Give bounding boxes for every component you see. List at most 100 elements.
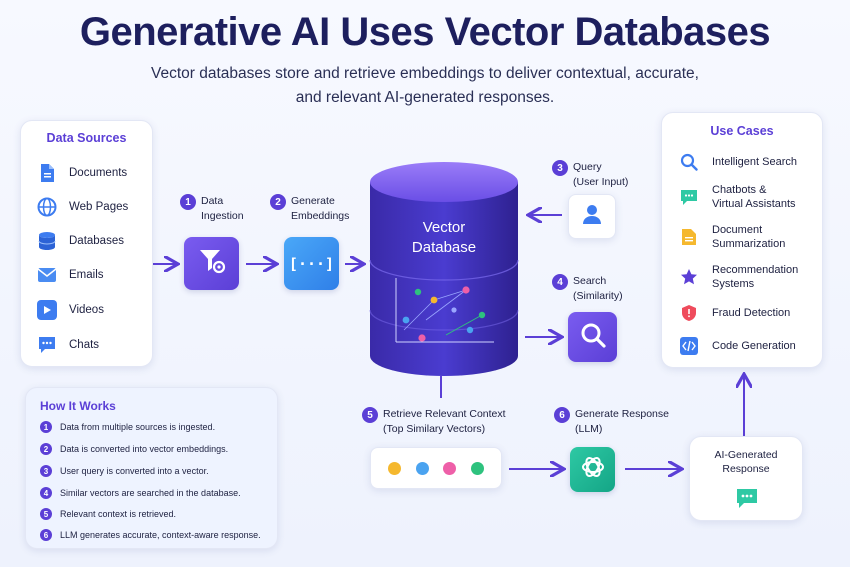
step-1-title: Data	[201, 195, 224, 207]
source-item-label: Documents	[69, 167, 128, 179]
vector-line	[425, 289, 467, 321]
search-icon	[579, 321, 607, 354]
step-1-subtitle: Ingestion	[201, 210, 244, 222]
vector-database-cylinder	[369, 162, 519, 376]
embeddings-tile: [···]	[284, 237, 339, 290]
how-it-works-card: How It Works 1 Data from multiple source…	[25, 387, 278, 549]
step-badge: 3	[552, 160, 568, 176]
step-4-title: Search	[573, 275, 607, 287]
vector-line	[433, 289, 467, 301]
chatbot-icon	[680, 188, 698, 206]
step-badge: 5	[362, 407, 378, 423]
step-3-label: 3 Query (User Input)	[552, 160, 628, 190]
step-4-subtitle: (Similarity)	[573, 290, 623, 302]
source-item-databases: Databases	[37, 231, 124, 251]
source-item-label: Databases	[69, 235, 124, 247]
chat-icon	[37, 335, 57, 355]
how-item: 6 LLM generates accurate, context-aware …	[40, 529, 261, 541]
data-sources-card: Data Sources Documents Web Pages Databas…	[20, 120, 153, 367]
retrieved-vectors-card	[370, 447, 502, 489]
vector-dot	[470, 461, 484, 475]
source-item-web-pages: Web Pages	[37, 197, 128, 217]
use-cases-title: Use Cases	[710, 124, 774, 138]
use-case-line1: Document	[712, 224, 763, 236]
ai-response-line2: Response	[722, 463, 770, 475]
search-icon	[680, 153, 698, 171]
vector-point	[478, 311, 486, 319]
ai-response-card: AI-Generated Response	[689, 436, 803, 521]
step-4-label: 4 Search (Similarity)	[552, 274, 623, 304]
source-item-documents: Documents	[37, 163, 127, 183]
use-case-line1: Fraud Detection	[712, 307, 791, 319]
step-badge: 2	[40, 443, 52, 455]
video-icon	[37, 300, 57, 320]
vector-point	[451, 307, 457, 313]
vector-dot	[415, 461, 429, 475]
step-3-subtitle: (User Input)	[573, 176, 629, 188]
vector-point	[414, 288, 422, 296]
vector-point	[462, 286, 470, 294]
vector-point	[418, 334, 426, 342]
use-case-item: Code Generation	[680, 337, 796, 355]
step-badge: 6	[554, 407, 570, 423]
ai-response-title: AI-Generated Response	[690, 448, 802, 476]
shield-icon	[680, 304, 698, 322]
document-icon	[37, 163, 57, 183]
source-item-label: Chats	[69, 339, 100, 351]
vector-line	[445, 314, 483, 336]
step-6-subtitle: (LLM)	[575, 423, 603, 435]
use-cases-card: Use Cases Intelligent Search Chatbots & …	[661, 112, 823, 368]
ingestion-tile	[184, 237, 239, 290]
search-tile	[568, 312, 617, 362]
how-item: 4 Similar vectors are searched in the da…	[40, 487, 241, 499]
step-3-title: Query	[573, 161, 602, 173]
user-icon	[581, 203, 603, 230]
use-case-item: Chatbots & Virtual Assistants	[680, 183, 796, 211]
vector-dot	[443, 461, 457, 475]
vector-dot	[388, 461, 402, 475]
how-item-text: User query is converted into a vector.	[60, 466, 209, 476]
vector-point	[466, 326, 474, 334]
how-item: 5 Relevant context is retrieved.	[40, 508, 176, 520]
page-title: Generative AI Uses Vector Databases	[79, 10, 771, 54]
step-5-subtitle: (Top Similary Vectors)	[383, 423, 486, 435]
use-case-item: Recommendation Systems	[680, 263, 798, 291]
source-item-label: Web Pages	[69, 201, 129, 213]
source-item-chats: Chats	[37, 335, 99, 355]
step-badge: 5	[40, 508, 52, 520]
how-item-text: LLM generates accurate, context-aware re…	[60, 530, 261, 540]
step-5-title: Retrieve Relevant Context	[383, 408, 506, 420]
source-item-emails: Emails	[37, 265, 104, 285]
step-badge: 2	[270, 194, 286, 210]
llm-logo-icon	[579, 453, 607, 486]
database-icon	[37, 231, 57, 251]
how-item: 1 Data from multiple sources is ingested…	[40, 421, 215, 433]
step-2-title: Generate	[291, 195, 335, 207]
how-item-text: Data from multiple sources is ingested.	[60, 422, 216, 432]
vector-database-line2: Database	[411, 239, 477, 256]
page-subtitle: Vector databases store and retrieve embe…	[151, 65, 699, 106]
use-case-item: Fraud Detection	[680, 304, 790, 322]
source-item-label: Emails	[69, 269, 104, 281]
step-2-label: 2 Generate Embeddings	[270, 194, 349, 224]
use-case-line1: Chatbots &	[712, 184, 767, 196]
step-badge: 1	[180, 194, 196, 210]
star-icon	[680, 268, 698, 286]
vector-point	[430, 296, 438, 304]
step-badge: 4	[40, 487, 52, 499]
vector-point	[402, 316, 410, 324]
step-1-label: 1 Data Ingestion	[180, 194, 244, 224]
use-case-line2: Summarization	[712, 238, 786, 250]
step-badge: 6	[40, 529, 52, 541]
email-icon	[37, 265, 57, 285]
use-case-line1: Intelligent Search	[712, 156, 797, 168]
step-badge: 4	[552, 274, 568, 290]
vector-database-line1: Vector	[422, 219, 466, 236]
step-2-subtitle: Embeddings	[291, 210, 350, 222]
use-case-line2: Virtual Assistants	[712, 198, 796, 210]
document-icon	[680, 228, 698, 246]
user-query-tile	[568, 194, 616, 239]
how-item-text: Similar vectors are searched in the data…	[60, 488, 241, 498]
how-item: 2 Data is converted into vector embeddin…	[40, 443, 228, 455]
